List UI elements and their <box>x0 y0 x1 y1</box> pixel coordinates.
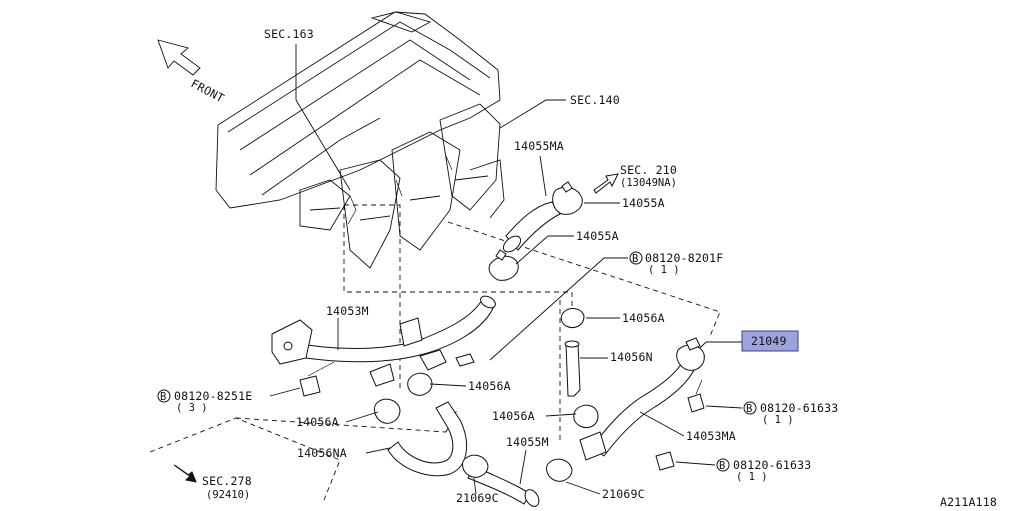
part-21049-label[interactable]: 21049 <box>751 334 787 348</box>
part-21069C-right-label: 21069C <box>602 487 645 501</box>
sec-210-sub: (13049NA) <box>620 177 677 189</box>
bolt-08120-61633-lower: B 08120-61633 ( 1 ) <box>655 451 811 483</box>
bolt-b2-prefix-icon: B <box>160 391 166 403</box>
part-14056A-right-label: 14056A <box>622 311 665 325</box>
part-14056A-left-label: 14056A <box>296 415 339 429</box>
part-14055A-top-label: 14055A <box>622 196 665 210</box>
bolt-prefix-icon: B <box>632 253 638 265</box>
sec-210-label: SEC. 210 <box>620 163 677 177</box>
bolt-08120-8251E-qty: ( 3 ) <box>176 402 208 414</box>
part-14053M-label: 14053M <box>326 304 369 318</box>
part-21049-highlight[interactable] <box>741 330 799 352</box>
part-14056A-lower-label: 14056A <box>492 409 535 423</box>
section-references: SEC.163 SEC.140 SEC. 210 (13049NA) SEC.2… <box>173 27 677 501</box>
bolt-b3-prefix-icon: B <box>746 403 752 415</box>
bolt-08120-8201F-label: 08120-8201F <box>645 251 723 265</box>
bolt-08120-61633-upper: B 08120-61633 ( 1 ) <box>687 379 838 426</box>
engine-block-illustration <box>215 11 505 269</box>
sec-278-arrow-icon <box>173 464 197 483</box>
diagram-id: A211A118 <box>940 495 997 509</box>
sec-278-sub: (92410) <box>206 489 250 501</box>
bolt-08120-8251E-label: 08120-8251E <box>174 389 252 403</box>
part-21069C-left-label: 21069C <box>456 491 499 505</box>
front-label: FRONT <box>189 76 227 105</box>
part-14053MA-label: 14053MA <box>686 429 736 443</box>
part-21049-callout[interactable]: 21049 <box>699 330 799 352</box>
bolt-08120-8201F: B 08120-8201F ( 1 ) <box>489 251 723 361</box>
part-14055A-mid-label: 14055A <box>576 229 619 243</box>
hose-14056N: 14056A 14056N <box>560 308 665 397</box>
bolt-08120-61633-upper-qty: ( 1 ) <box>762 414 794 426</box>
part-14055MA-label: 14055MA <box>514 139 564 153</box>
hose-14055M: 14055M 21069C 21069C <box>456 435 645 507</box>
bolt-08120-8201F-qty: ( 1 ) <box>648 264 680 276</box>
bolt-08120-61633-lower-label: 08120-61633 <box>733 458 811 472</box>
bolt-08120-61633-upper-label: 08120-61633 <box>760 401 838 415</box>
sec-140-label: SEC.140 <box>570 93 620 107</box>
part-14056A-center-label: 14056A <box>468 379 511 393</box>
pipe-14053MA: 14053MA 14056A <box>492 337 736 461</box>
part-14056N-label: 14056N <box>610 350 653 364</box>
upper-hose-assembly: 14055MA 14055A 14055A <box>488 139 665 281</box>
front-direction-arrow: FRONT <box>157 39 227 105</box>
part-14055M-label: 14055M <box>506 435 549 449</box>
bolt-08120-8251E: B 08120-8251E ( 3 ) <box>157 361 335 414</box>
sec-163-label: SEC.163 <box>264 27 314 41</box>
bolt-08120-61633-lower-qty: ( 1 ) <box>736 471 768 483</box>
pipe-14053M: 14053M <box>271 295 496 371</box>
sec-278-label: SEC.278 <box>202 474 252 488</box>
hose-14056NA: 14056NA 14056A 14056A <box>296 363 511 477</box>
bolt-b4-prefix-icon: B <box>719 460 725 472</box>
sec-210-arrow-icon <box>593 173 619 194</box>
part-14056NA-label: 14056NA <box>297 446 347 460</box>
